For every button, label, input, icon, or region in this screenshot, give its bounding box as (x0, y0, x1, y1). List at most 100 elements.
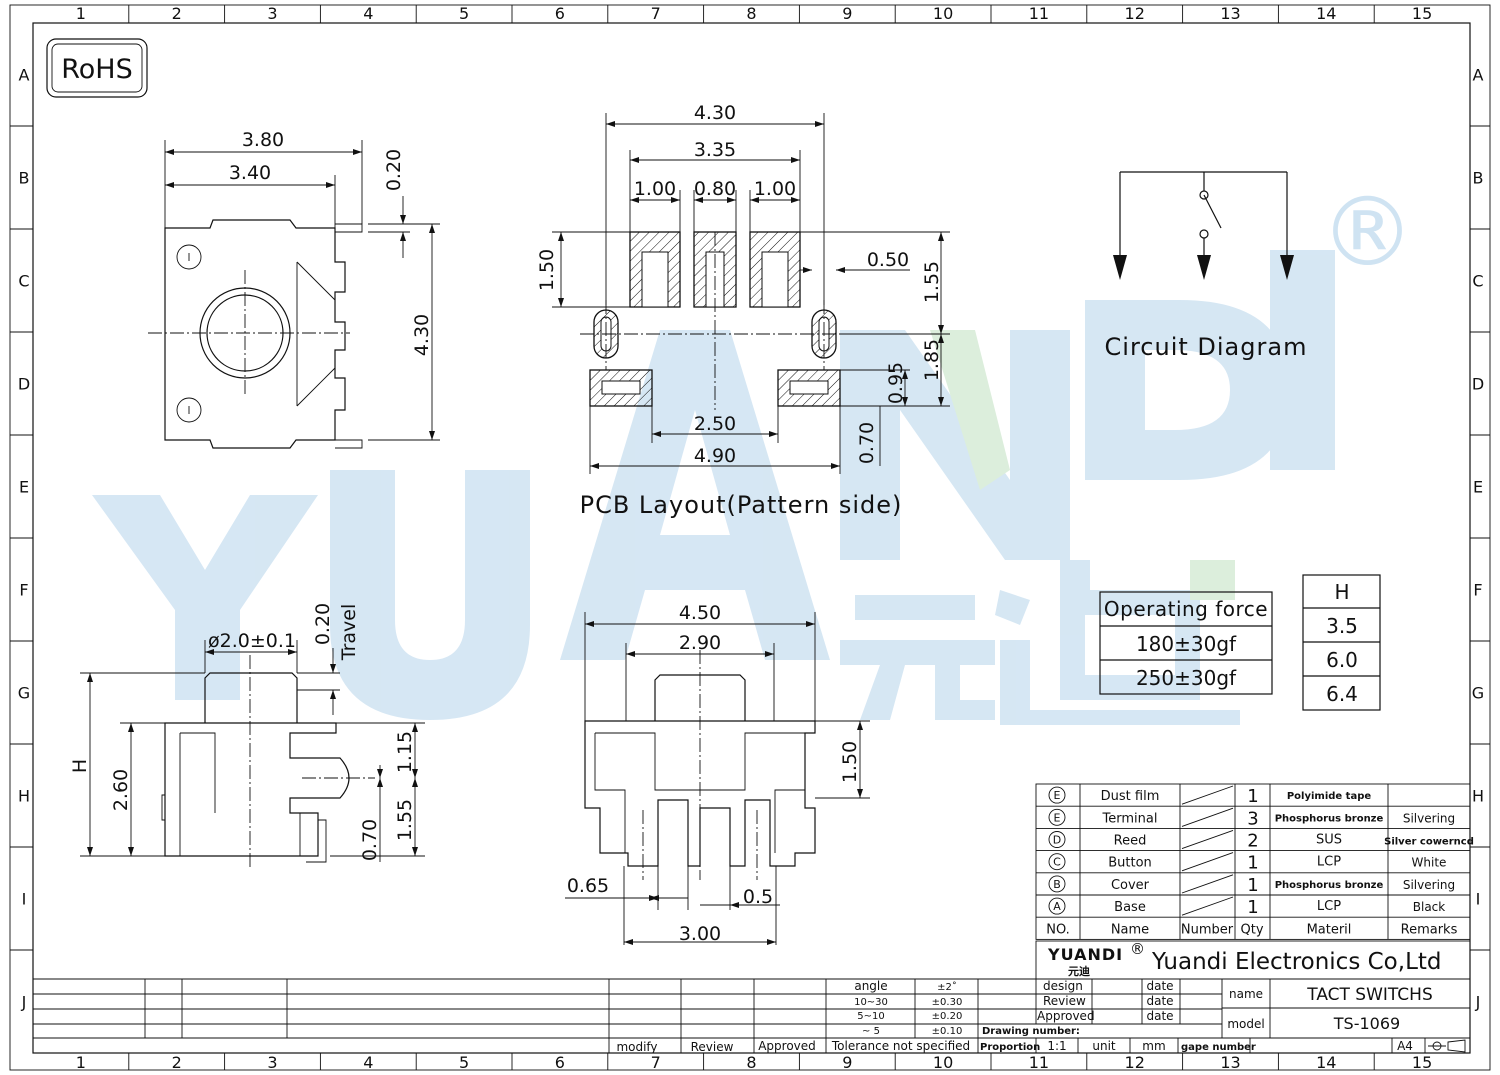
border-row-label: I (1476, 890, 1481, 909)
border-grid-labels: 1122334455667788991010111112121313141415… (10, 4, 1490, 1072)
bom-remarks: White (1412, 856, 1447, 870)
bom-header-cell: Number (1181, 922, 1234, 937)
operating-force-table: Operating force 180±30gf 250±30gf (1099, 591, 1273, 695)
projection-symbol-icon (1428, 1039, 1466, 1053)
label-date-3: date (1146, 1009, 1173, 1023)
company-logo: YUANDI (1047, 945, 1123, 964)
dim-pcb-pad-h: 1.50 (536, 249, 558, 291)
tolerance-value: ±0.30 (932, 997, 963, 1008)
label-approved: Approved (1037, 1009, 1095, 1023)
dim-top-height: 4.30 (411, 314, 433, 356)
bom-remarks: Silvering (1403, 878, 1455, 892)
bom-header-cell: Materil (1307, 922, 1352, 937)
dim-front-button-w: 2.90 (679, 632, 721, 654)
label-date-2: date (1146, 994, 1173, 1008)
bom-materil: Phosphorus bronze (1275, 880, 1384, 891)
bom-name: Button (1108, 856, 1152, 871)
bom-no: E (1054, 789, 1061, 802)
bom-remarks: Silvering (1403, 811, 1455, 825)
dim-front-height: 1.50 (839, 741, 861, 783)
height-table-header: H (1334, 580, 1349, 604)
height-table: H 3.5 6.0 6.4 (1302, 574, 1381, 711)
border-col-label: 4 (363, 4, 373, 23)
bom-header-cell: Qty (1240, 922, 1263, 937)
tolerance-range: ~ 5 (862, 1026, 880, 1037)
circuit-diagram-title: Circuit Diagram (1105, 333, 1308, 361)
rohs-label: RoHS (61, 54, 133, 85)
circuit-diagram: Circuit Diagram (1105, 171, 1308, 361)
bom-name: Dust film (1101, 789, 1160, 804)
side-travel-label: Travel (338, 604, 360, 661)
bom-remarks: Silver cowerncd (1384, 837, 1474, 848)
border-col-label: 3 (267, 4, 277, 23)
dim-front-pin-span: 3.00 (679, 923, 721, 945)
border-row-label: H (18, 787, 30, 806)
label-name: name (1229, 987, 1263, 1001)
border-row-label: F (1473, 581, 1482, 600)
border-row-label: J (21, 993, 27, 1012)
bom-no: E (1054, 811, 1061, 824)
dim-side-H: H (69, 759, 91, 773)
operating-force-value-2: 250±30gf (1136, 666, 1237, 690)
border-row-label: A (19, 66, 30, 85)
border-col-label: 10 (933, 4, 953, 23)
tolerance-range: 10~30 (854, 997, 888, 1008)
bom-no: A (1053, 900, 1061, 913)
dim-side-d1: 1.15 (394, 731, 416, 773)
pcb-layout-title: PCB Layout(Pattern side) (580, 491, 903, 519)
border-col-label: 13 (1220, 4, 1240, 23)
dim-pcb-slot-w: 0.50 (867, 249, 909, 271)
col-review: Review (691, 1040, 734, 1054)
label-model: model (1227, 1017, 1264, 1031)
border-row-label: H (1472, 787, 1484, 806)
operating-force-value-1: 180±30gf (1136, 632, 1237, 656)
border-col-label: 14 (1316, 1053, 1336, 1072)
border-row-label: A (1473, 66, 1484, 85)
label-design: design (1043, 979, 1083, 993)
tolerance-value: ±0.10 (932, 1026, 963, 1037)
side-view: ø2.0±0.1 0.20 Travel H 2.60 1.15 1.55 0.… (69, 603, 425, 870)
height-value-2: 6.0 (1326, 648, 1358, 672)
col-approved: Approved (758, 1039, 816, 1053)
border-row-label: E (1473, 478, 1483, 497)
bom-row: E Dust film 1 Polyimide tape (1048, 785, 1372, 807)
bom-name: Reed (1114, 834, 1147, 849)
bom-header-row: NO. Name Number Qty Materil Remarks (1046, 922, 1457, 937)
bom-materil: Polyimide tape (1287, 791, 1372, 802)
dim-side-d2: 1.55 (394, 799, 416, 841)
tolerance-value: ±0.20 (932, 1011, 963, 1022)
border-col-label: 7 (651, 1053, 661, 1072)
border-col-label: 5 (459, 4, 469, 23)
dim-top-width-inner: 3.40 (229, 162, 271, 184)
border-col-label: 11 (1029, 1053, 1049, 1072)
dim-pcb-lower-pad-h: 0.70 (856, 422, 878, 464)
bom-header-cell: NO. (1046, 922, 1070, 937)
company-logo-cn: 元迪 (1068, 964, 1090, 978)
value-model: TS-1069 (1333, 1014, 1400, 1033)
dim-pcb-span: 3.35 (694, 139, 736, 161)
border-row-label: C (18, 272, 29, 291)
tolerance-range: angle (854, 979, 887, 993)
dim-pcb-pad-to-center: 1.55 (921, 261, 943, 303)
col-modify: modify (616, 1040, 657, 1054)
label-drawing-number: Drawing number: (982, 1026, 1080, 1037)
bom-materil: LCP (1317, 855, 1341, 870)
bom-number: 3 (1247, 808, 1258, 829)
label-date-1: date (1146, 979, 1173, 993)
bom-header-cell: Name (1111, 922, 1149, 937)
border-col-label: 5 (459, 1053, 469, 1072)
border-row-label: D (18, 375, 30, 394)
bom-header-cell: Remarks (1401, 922, 1458, 937)
bom-number: 1 (1247, 875, 1258, 896)
border-col-label: 1 (76, 1053, 86, 1072)
bom-number: 1 (1247, 786, 1258, 807)
company-name: Yuandi Electronics Co,Ltd (1151, 949, 1442, 975)
dim-front-pin-gap: 0.5 (743, 886, 773, 908)
border-col-label: 8 (746, 1053, 756, 1072)
bom-no: C (1053, 856, 1061, 869)
